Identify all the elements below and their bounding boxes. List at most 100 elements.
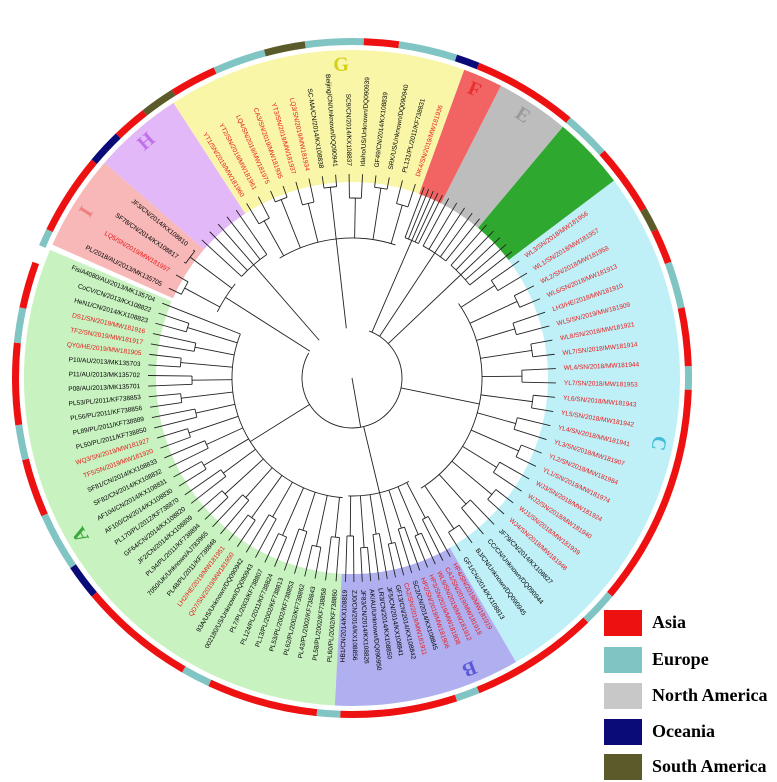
branch <box>192 380 232 381</box>
branch <box>391 205 402 243</box>
ring-segment <box>305 38 364 48</box>
branch <box>203 319 240 334</box>
branch <box>164 441 204 458</box>
branch <box>481 350 532 358</box>
branch <box>220 500 248 534</box>
legend-label-north-america: North America <box>652 685 767 706</box>
branch <box>415 193 438 242</box>
branch <box>316 495 327 546</box>
branch <box>360 496 364 548</box>
branch <box>470 500 494 524</box>
branch <box>439 474 466 504</box>
branch <box>273 482 293 517</box>
branch <box>246 515 269 553</box>
ring-segment <box>14 307 26 343</box>
ring-segment <box>264 41 306 56</box>
branch <box>388 275 461 344</box>
branch <box>252 475 282 517</box>
ring-segment <box>39 229 53 248</box>
ring-segment <box>12 342 22 425</box>
branch <box>283 488 304 536</box>
legend-item-south-america: South America <box>604 754 776 782</box>
branch <box>380 493 392 544</box>
branch <box>470 252 512 285</box>
branch <box>428 516 450 556</box>
clade-letter-g: G <box>333 54 350 77</box>
leaf-label: ZJ0/CN/2014/KX108856 <box>350 590 358 661</box>
branch <box>225 297 309 351</box>
branch <box>398 529 411 573</box>
branch <box>425 486 454 529</box>
branch <box>470 301 517 323</box>
branch <box>181 392 233 398</box>
branch <box>405 187 424 238</box>
branch <box>303 492 315 530</box>
branch <box>418 195 442 243</box>
leaf-label: SC9/CN/2014/KX108837 <box>344 94 352 167</box>
ring-segment <box>685 366 692 390</box>
branch <box>355 198 356 238</box>
ring-segment <box>455 687 479 702</box>
branch <box>463 446 497 467</box>
ring-segment <box>15 424 29 460</box>
branch <box>471 430 519 451</box>
branch <box>246 468 273 498</box>
branch <box>446 219 480 261</box>
branch <box>462 508 484 534</box>
branch <box>421 303 482 488</box>
legend-item-asia: Asia <box>604 610 776 638</box>
legend-label-asia: Asia <box>652 612 686 633</box>
legend-item-europe: Europe <box>604 647 776 675</box>
branch <box>213 495 243 527</box>
branch <box>498 273 527 290</box>
branch <box>451 225 487 266</box>
ring-segment <box>455 55 479 70</box>
branch <box>493 472 521 491</box>
ring-segment <box>316 709 340 718</box>
branch <box>335 497 339 537</box>
branch <box>206 428 242 445</box>
branch <box>476 329 514 341</box>
branch <box>225 459 263 494</box>
branch <box>481 395 533 402</box>
branch <box>461 238 500 275</box>
legend-swatch-north-america <box>604 683 642 709</box>
branch <box>461 286 495 308</box>
legend-swatch-south-america <box>604 754 642 780</box>
branch <box>162 303 203 319</box>
branch <box>185 288 220 307</box>
branch <box>456 231 493 270</box>
branch <box>198 491 222 512</box>
branch <box>330 187 336 239</box>
legend-item-oceania: Oceania <box>604 719 776 747</box>
branch <box>308 203 318 242</box>
branch <box>370 495 376 535</box>
branch <box>181 363 233 368</box>
branch <box>491 261 519 280</box>
branch <box>191 476 226 503</box>
legend-label-oceania: Oceania <box>652 721 715 742</box>
branch <box>264 221 284 256</box>
branch <box>422 519 442 560</box>
branch <box>389 490 402 528</box>
branch <box>148 375 192 376</box>
legend-swatch-europe <box>604 647 642 673</box>
branch <box>205 497 228 519</box>
branch <box>250 404 309 441</box>
branch <box>223 449 255 473</box>
legend-item-north-america: North America <box>604 683 776 711</box>
branch <box>364 427 380 493</box>
ring-segment <box>364 38 400 48</box>
branch <box>196 404 235 413</box>
branch <box>401 388 479 404</box>
branch <box>255 519 276 558</box>
branch <box>232 334 343 498</box>
branch <box>373 188 381 239</box>
branch <box>352 378 361 427</box>
branch <box>189 416 238 433</box>
branch <box>477 413 516 424</box>
legend-swatch-oceania <box>604 719 642 745</box>
branch <box>185 470 221 495</box>
leaf-label: P11/AU/2013/MK135702 <box>69 371 141 379</box>
branch <box>169 448 209 467</box>
